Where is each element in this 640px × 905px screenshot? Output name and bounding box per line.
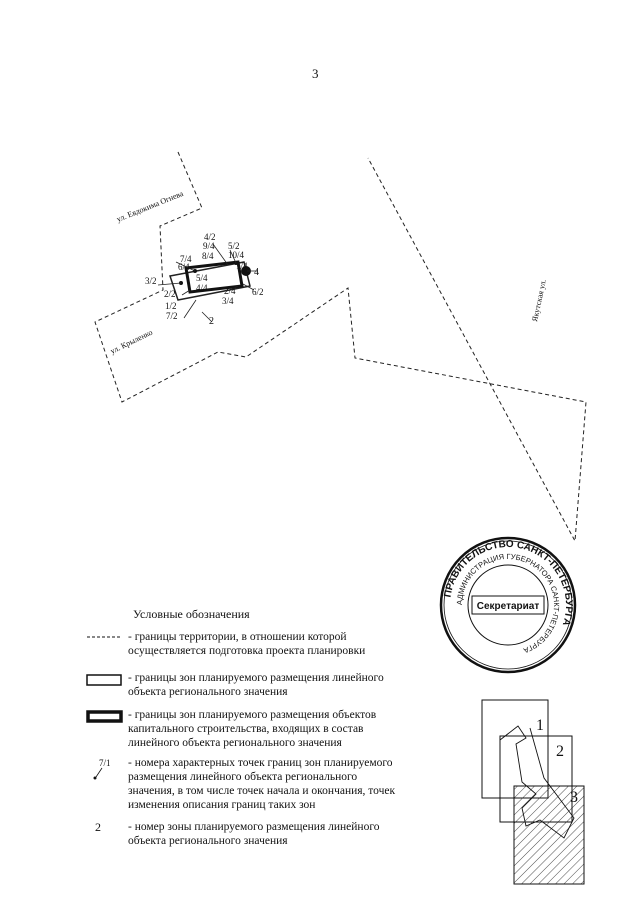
legend-text: значения, в том числе точек начала и око…: [128, 785, 396, 797]
zone-number-label: 2: [209, 316, 214, 327]
legend-text: объекта регионального значения: [128, 686, 288, 698]
legend-text: - номер зоны планируемого размещения лин…: [128, 821, 380, 833]
point-label: 6/2: [252, 287, 264, 297]
street-label: ул. Крыленко: [109, 328, 154, 356]
sheet-3-frame: [513, 785, 585, 885]
street-label: ул. Евдокима Огнева: [115, 189, 185, 224]
legend-text: осуществляется подготовка проекта планир…: [128, 645, 366, 657]
territory-outline: [499, 725, 575, 839]
capital-object-zone: [184, 260, 244, 294]
point-label: 1/2: [165, 301, 177, 311]
legend-text: - границы зон планируемого размещения об…: [128, 709, 377, 721]
point-label: 5/2: [228, 241, 240, 251]
legend-point-sample: 7/1: [99, 758, 111, 768]
leader-lines: [157, 243, 258, 323]
stamp-center-text: Секретариат: [477, 601, 540, 612]
point-label: 4: [254, 267, 259, 278]
point-label: 3/2: [145, 276, 157, 286]
point-label: 1/4: [236, 261, 248, 271]
point-label: 5/4: [196, 273, 208, 283]
dashed-line-icon: [87, 636, 121, 638]
point-label: 2/2: [164, 289, 176, 299]
legend-text: - границы зон планируемого размещения ли…: [128, 672, 384, 684]
legend-text: размещения линейного объекта регионально…: [128, 771, 358, 783]
sheet-index-map: 1 2 3: [481, 699, 585, 885]
legend-title: Условные обозначения: [133, 607, 250, 621]
page-number: 3: [312, 66, 319, 81]
legend-text: объекта регионального значения: [128, 835, 288, 847]
legend-text: изменения описания границ таких зон: [128, 799, 316, 811]
legend-text: линейного объекта регионального значения: [128, 737, 342, 749]
point-4-marker: [241, 266, 251, 276]
point-label: 9/4: [203, 241, 215, 251]
sheet-2-label: 2: [556, 743, 564, 760]
sheet-1-label: 1: [536, 717, 544, 734]
point-label: 3/4: [222, 296, 234, 306]
point-label: 10/4: [228, 250, 245, 260]
point-label: 7/4: [180, 254, 192, 264]
territory-boundary: [94, 151, 587, 543]
sheet-1-frame: [481, 699, 549, 799]
official-stamp: ПРАВИТЕЛЬСТВО САНКТ-ПЕТЕРБУРГА АДМИНИСТР…: [439, 536, 577, 674]
point-label-icon: 7/1: [93, 758, 111, 780]
legend-text: - номера характерных точек границ зон пл…: [128, 757, 393, 769]
point-label: 2/4: [224, 286, 236, 296]
street-label: Якутская ул.: [530, 279, 548, 323]
point-label: 6/4: [178, 262, 190, 272]
thin-rect-icon: [86, 674, 122, 686]
point-label: 8/4: [202, 251, 214, 261]
zone-boundary: [169, 261, 251, 301]
sheet-3-label: 3: [570, 789, 578, 806]
thick-rect-icon: [86, 710, 123, 723]
legend-text: - границы территории, в отношении которо…: [128, 631, 347, 643]
legend-zone-sample: 2: [95, 820, 101, 834]
point-label: 7/2: [166, 311, 178, 321]
legend-text: капитального строительства, входящих в с…: [128, 723, 364, 735]
point-label: 4/2: [204, 232, 216, 242]
point-label: 4/4: [196, 283, 208, 293]
